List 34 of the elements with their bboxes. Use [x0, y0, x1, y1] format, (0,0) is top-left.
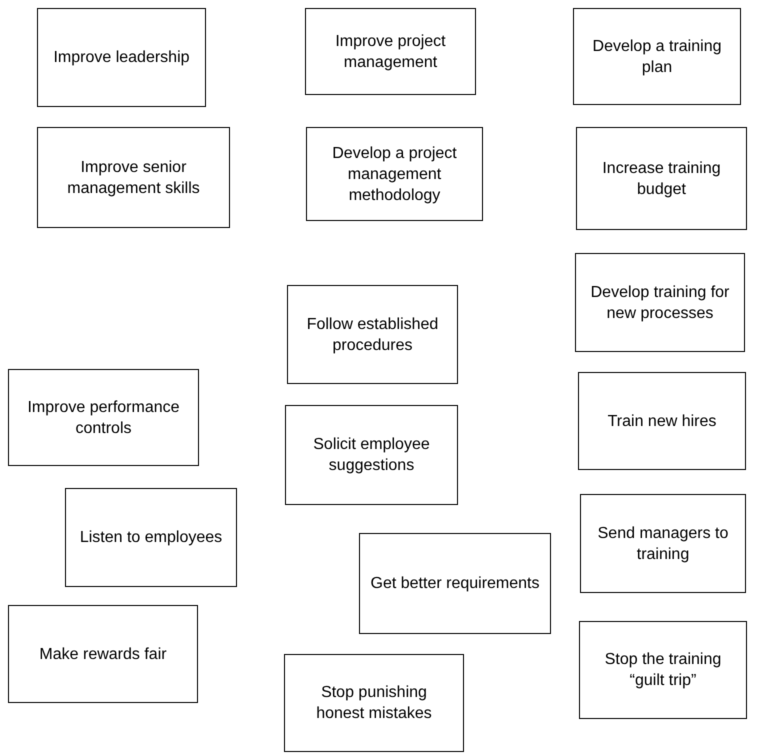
box-label: Make rewards fair — [39, 644, 167, 664]
box-label: Improve senior management skills — [66, 158, 201, 198]
text-box — [37, 8, 206, 107]
text-box — [285, 405, 458, 505]
box-label: Improve leadership — [53, 48, 190, 68]
box-label: Develop a project management methodology — [331, 144, 458, 206]
box-label: Listen to employees — [80, 528, 222, 548]
text-box — [359, 533, 551, 634]
box-label: Get better requirements — [370, 574, 540, 594]
text-box — [575, 253, 745, 352]
box-label: Develop training for new processes — [590, 282, 730, 324]
text-box — [284, 654, 464, 752]
text-box — [37, 127, 230, 228]
box-label: Train new hires — [608, 412, 716, 432]
text-box — [65, 488, 237, 587]
text-box — [578, 372, 746, 470]
text-box — [576, 127, 747, 230]
box-label: Develop a training plan — [592, 36, 722, 78]
box-label: Stop punishing honest mistakes — [315, 683, 433, 724]
text-box — [306, 127, 483, 221]
text-box — [8, 605, 198, 703]
box-label: Improve performance controls — [26, 398, 181, 438]
text-box — [305, 8, 476, 95]
box-label: Follow established procedures — [306, 314, 440, 356]
text-box — [579, 621, 747, 719]
box-label: Improve project management — [334, 32, 447, 72]
box-label: Increase training budget — [601, 158, 722, 200]
box-label: Send managers to training — [596, 524, 730, 564]
box-label: Solicit employee suggestions — [312, 435, 431, 476]
box-label: Stop the training “guilt trip” — [604, 650, 722, 691]
text-box — [287, 285, 458, 384]
text-box — [8, 369, 199, 466]
text-box — [573, 8, 741, 105]
text-box — [580, 494, 746, 593]
